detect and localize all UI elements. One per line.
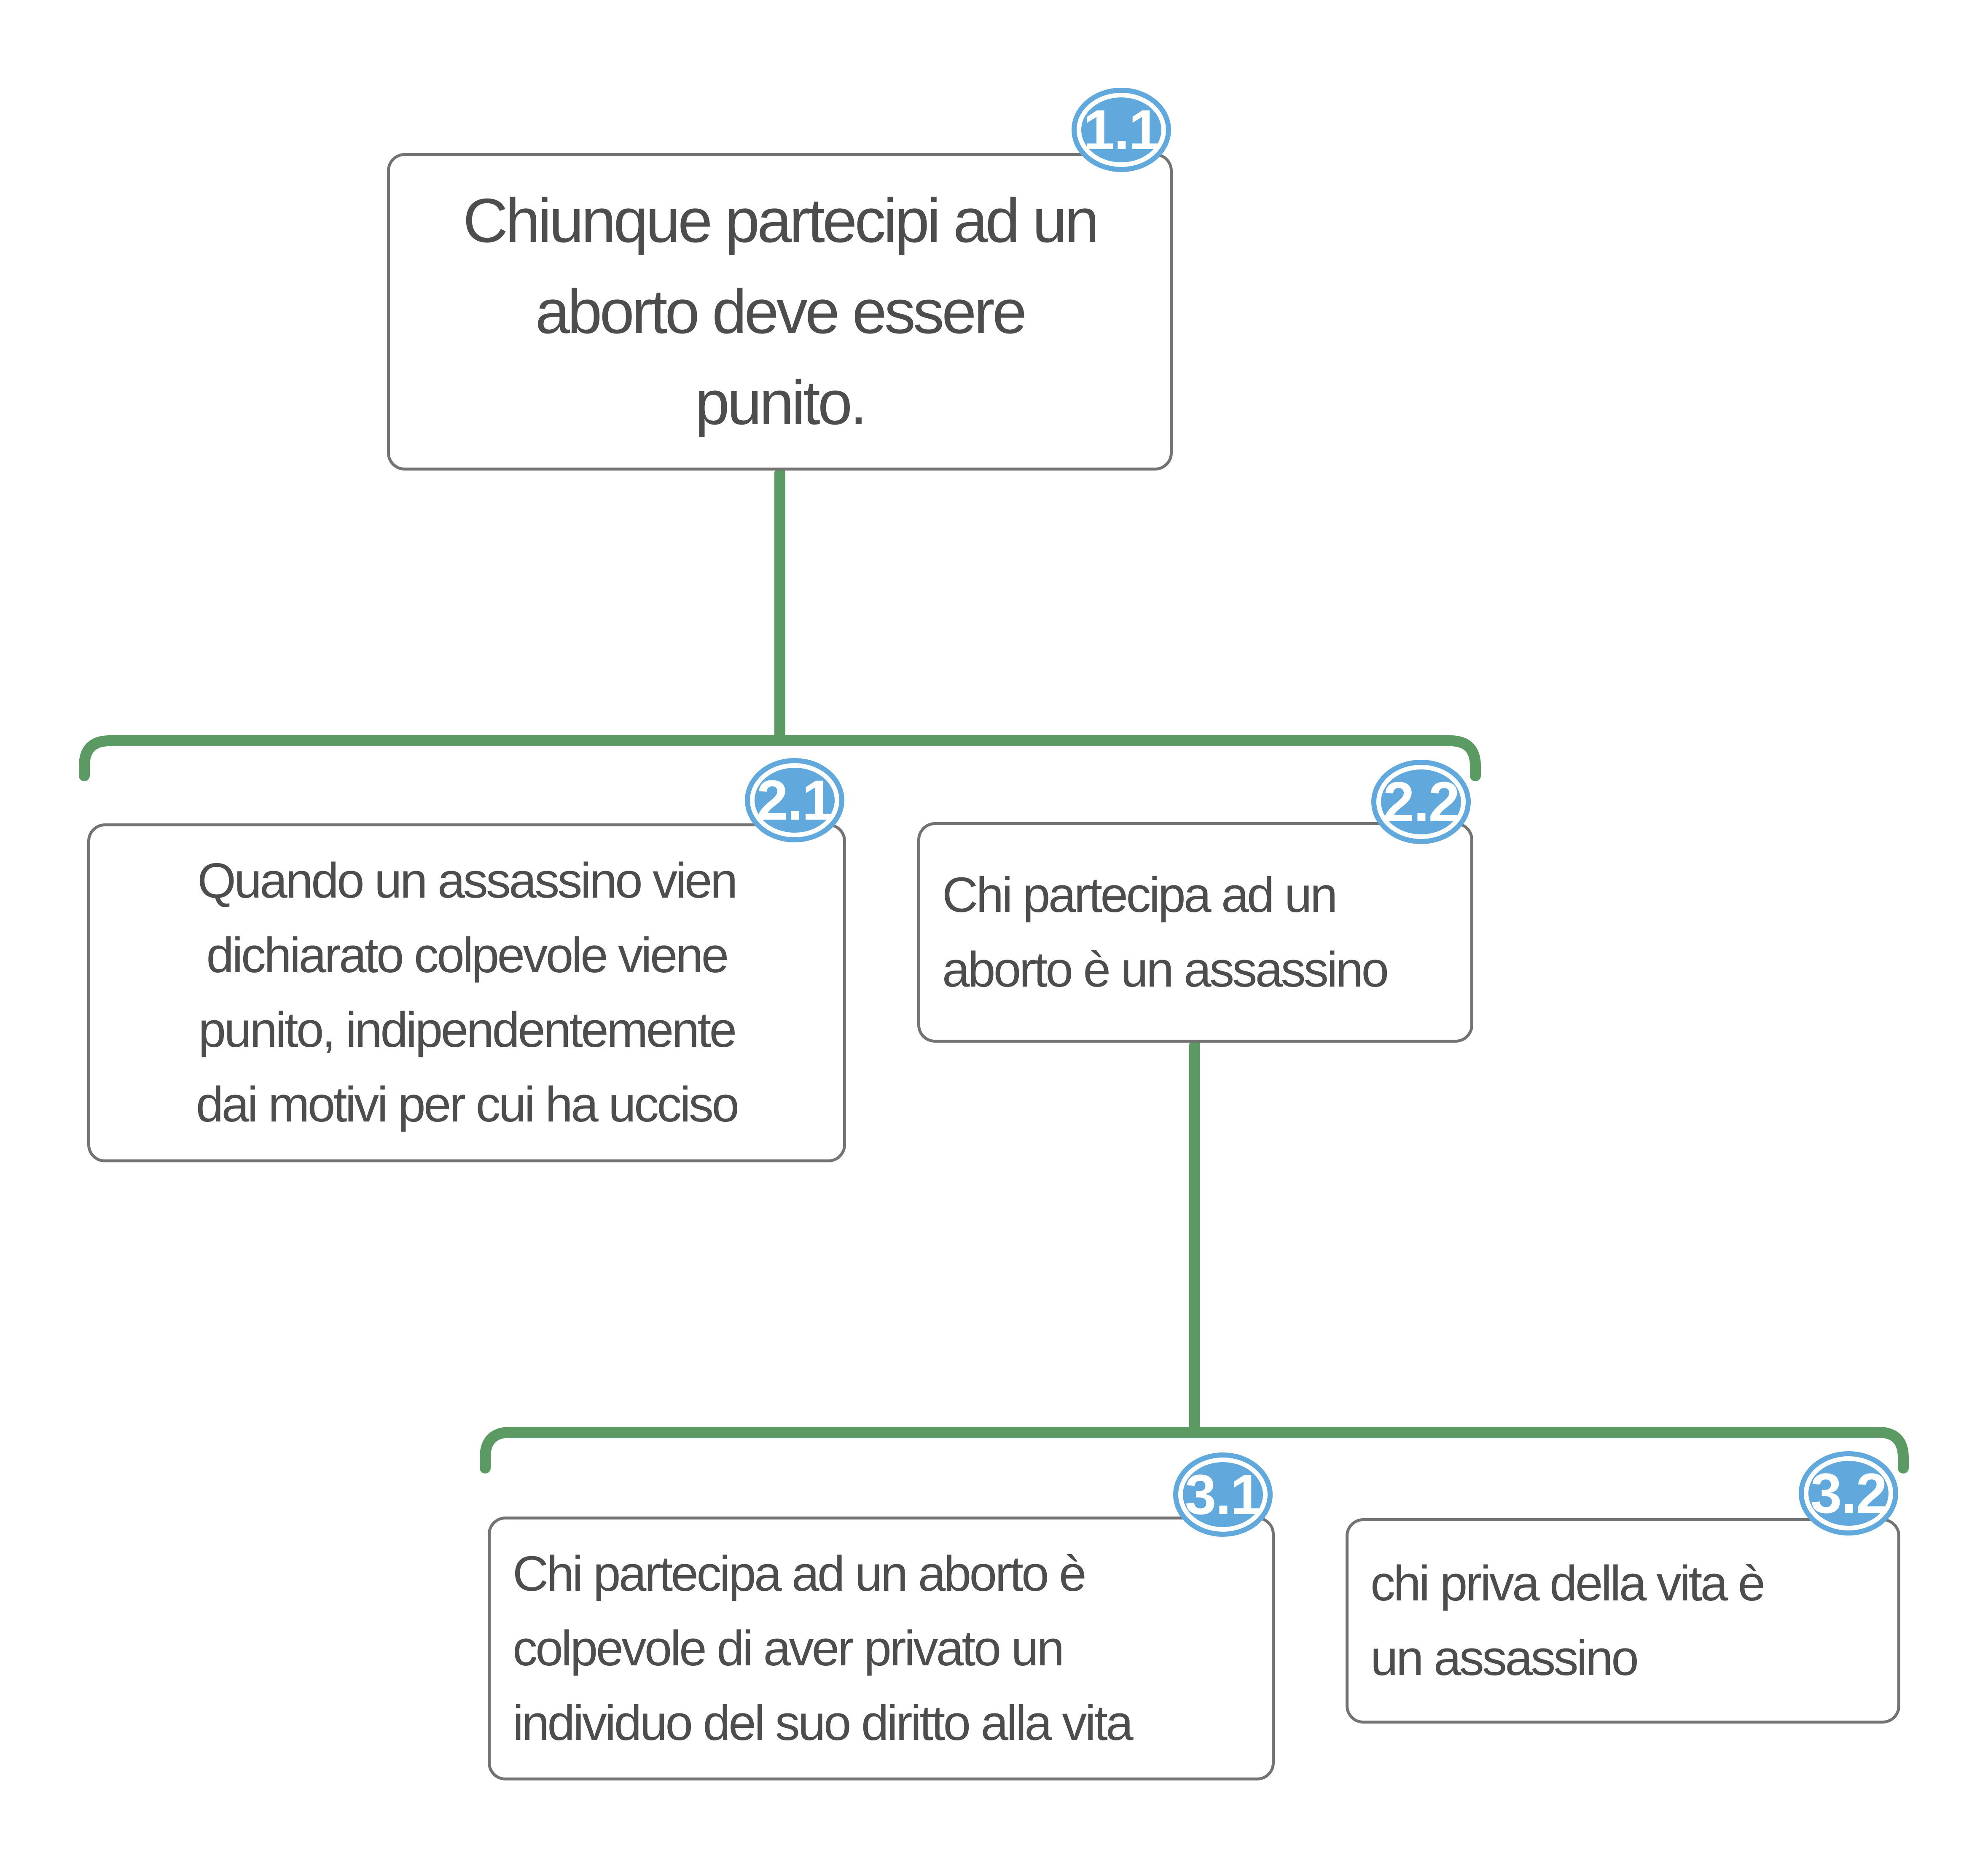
node-badge-label-3-2: 3.2 (1810, 1462, 1887, 1525)
node-box-1-1[interactable]: Chiunque partecipi ad un aborto deve ess… (387, 153, 1173, 471)
node-text-2-1: Quando un assassino vien dichiarato colp… (196, 853, 739, 1132)
node-text-1-1: Chiunque partecipi ad un aborto deve ess… (463, 186, 1099, 438)
node-text-3-1: Chi partecipa ad un aborto è colpevole d… (513, 1546, 1134, 1751)
node-badge-2-1[interactable]: 2.1 (745, 758, 844, 842)
node-badge-label-1-1: 1.1 (1083, 98, 1160, 161)
connector-brace-level-3 (480, 1427, 1909, 1474)
node-box-3-1[interactable]: Chi partecipa ad un aborto è colpevole d… (488, 1517, 1275, 1780)
node-badge-3-2[interactable]: 3.2 (1799, 1451, 1898, 1536)
connector-brace-level-2 (79, 735, 1481, 781)
node-box-2-2[interactable]: Chi partecipa ad un aborto è un assassin… (917, 822, 1473, 1043)
node-box-2-1[interactable]: Quando un assassino vien dichiarato colp… (87, 823, 846, 1162)
node-badge-label-3-1: 3.1 (1185, 1463, 1262, 1526)
node-box-3-2[interactable]: chi priva della vita è un assassino (1346, 1518, 1900, 1724)
node-badge-3-1[interactable]: 3.1 (1173, 1452, 1273, 1537)
node-badge-label-2-1: 2.1 (756, 769, 833, 832)
node-badge-1-1[interactable]: 1.1 (1072, 88, 1171, 172)
node-badge-label-2-2: 2.2 (1383, 770, 1460, 834)
node-text-3-2: chi priva della vita è un assassino (1370, 1555, 1765, 1686)
node-badge-2-2[interactable]: 2.2 (1371, 760, 1471, 844)
node-text-2-2: Chi partecipa ad un aborto è un assassin… (942, 867, 1389, 998)
